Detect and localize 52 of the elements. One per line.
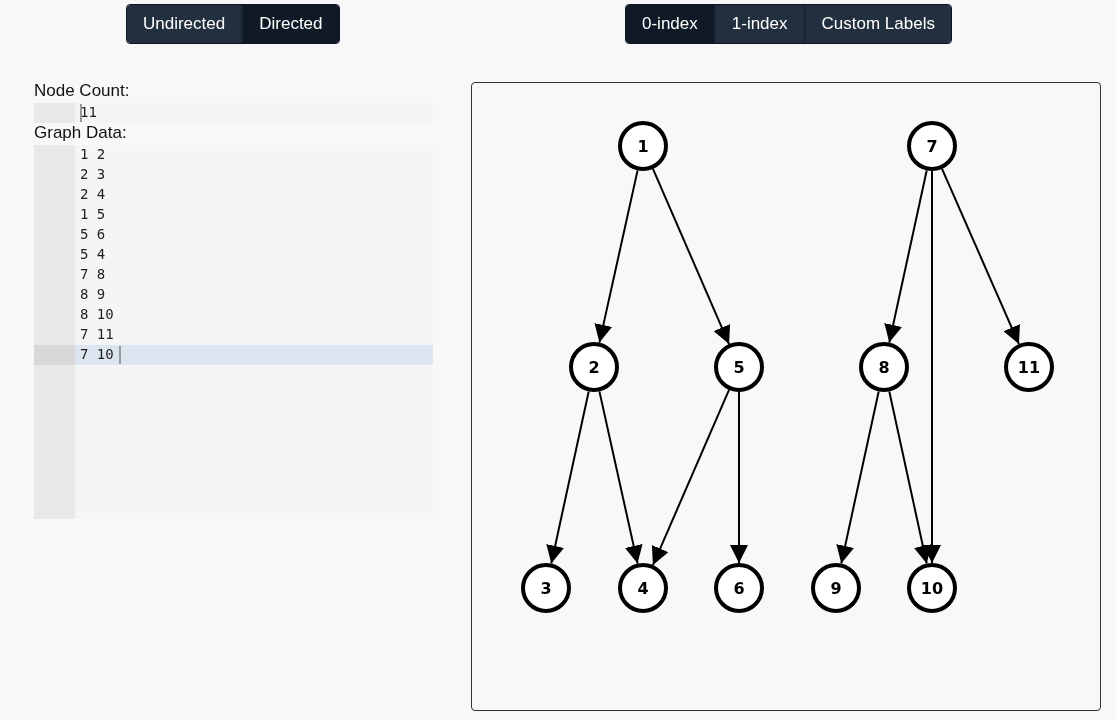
arrow	[546, 390, 590, 565]
node-label: 10	[920, 578, 944, 598]
graph-node	[569, 342, 619, 392]
code-line: 8 10	[80, 305, 114, 324]
arrow	[651, 167, 731, 346]
toggle-button: Directed	[243, 5, 339, 43]
node-label: 6	[733, 578, 745, 598]
code-line: 2 3	[80, 165, 106, 184]
toggle-button: Undirected	[127, 5, 244, 43]
toggle-button: 0-index	[626, 5, 716, 43]
graph-node	[1004, 342, 1054, 392]
arrow	[884, 169, 928, 344]
toggle-button: 1-index	[715, 5, 806, 43]
code-line: 1 5	[80, 205, 106, 224]
graph-node	[618, 121, 668, 171]
input-value: 11	[80, 103, 97, 122]
node-label: 3	[540, 578, 552, 598]
graph-node	[618, 563, 668, 613]
graph-node	[714, 563, 764, 613]
node-label: 1	[637, 136, 649, 156]
node-label: 9	[830, 578, 842, 598]
node-label: 8	[878, 357, 890, 377]
arrow	[594, 169, 639, 344]
arrow	[923, 170, 941, 564]
code-line: 8 9	[80, 285, 106, 304]
graph-node	[811, 563, 861, 613]
arrow	[836, 390, 880, 565]
field-label: Node Count:	[34, 81, 130, 101]
code-line: 5 6	[80, 225, 106, 244]
node-label: 11	[1017, 357, 1041, 377]
code-line: 1 2	[80, 145, 106, 164]
arrow	[888, 390, 932, 565]
arrow	[730, 391, 748, 564]
graph-node	[907, 563, 957, 613]
code-line: 7 11	[80, 325, 114, 344]
arrow	[941, 167, 1020, 346]
arrow	[651, 388, 731, 567]
node-label: 4	[637, 578, 649, 598]
node-label: 2	[588, 357, 600, 377]
field-label: Graph Data:	[34, 123, 127, 143]
node-label: 7	[926, 136, 938, 156]
code-line: 7 10	[80, 345, 114, 364]
toggle-button: Custom Labels	[805, 5, 951, 43]
arrow	[598, 390, 643, 565]
code-line: 5 4	[80, 245, 106, 264]
node-label: 5	[733, 357, 745, 377]
code-line: 7 8	[80, 265, 106, 284]
graph-node	[907, 121, 957, 171]
graph-node	[859, 342, 909, 392]
code-line: 2 4	[80, 185, 106, 204]
graph-node	[714, 342, 764, 392]
graph-node	[521, 563, 571, 613]
